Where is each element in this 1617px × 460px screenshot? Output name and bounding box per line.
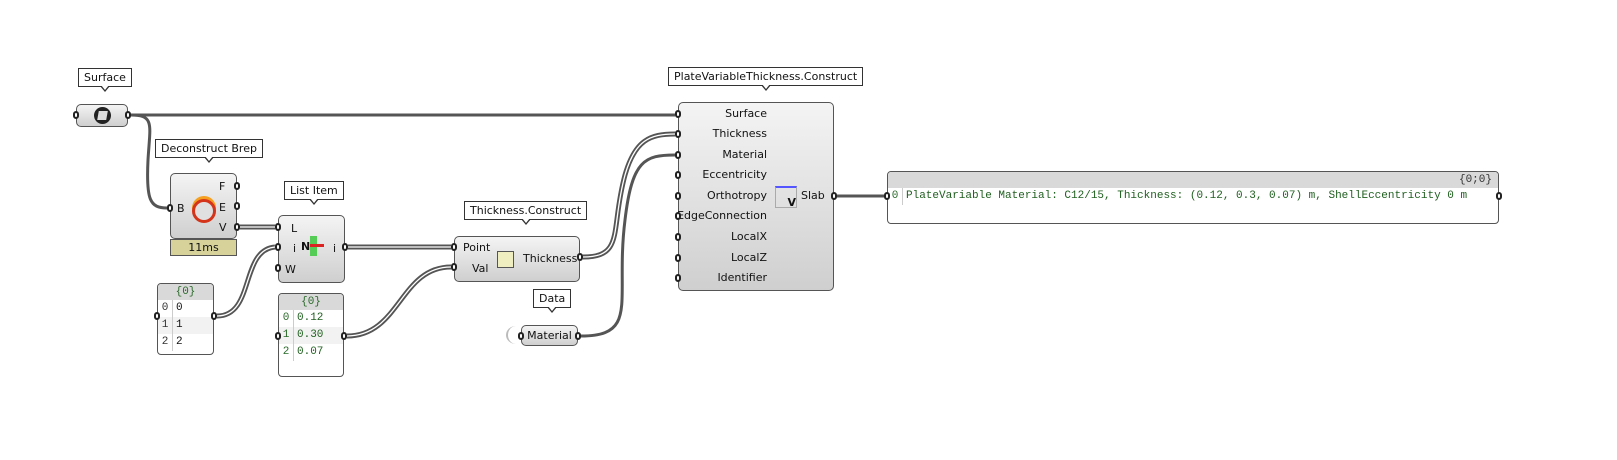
pvt-input-material-port[interactable]: [675, 151, 681, 159]
wireless-icon: [506, 326, 526, 344]
surface-param-icon: [94, 107, 111, 124]
output-f-label: F: [219, 180, 226, 193]
output-thickness-label: Thickness: [523, 252, 578, 265]
output-v-label: V: [219, 221, 227, 234]
thickness-icon: [497, 251, 514, 268]
material-param[interactable]: Material: [521, 325, 578, 346]
values-panel-in-port[interactable]: [275, 332, 281, 340]
output-panel-in-port[interactable]: [884, 192, 890, 200]
list-item-out-port[interactable]: [342, 243, 348, 251]
deconstruct-b-port[interactable]: [167, 204, 173, 212]
deconstruct-tooltip: Deconstruct Brep: [155, 139, 263, 163]
pvt-input-orthotropy-port[interactable]: [675, 192, 681, 200]
material-label: Material: [527, 329, 572, 342]
plate-variable-thickness-component[interactable]: [678, 102, 834, 291]
thickness-point-port[interactable]: [451, 243, 457, 251]
pvt-input-localz-port[interactable]: [675, 254, 681, 262]
pvt-tooltip: PlateVariableThickness.Construct: [668, 67, 864, 91]
thickness-val-port[interactable]: [451, 263, 457, 271]
slab-icon: V: [775, 186, 797, 209]
thickness-out-port[interactable]: [577, 253, 583, 261]
output-panel-out-port[interactable]: [1496, 192, 1502, 200]
material-in-port[interactable]: [518, 332, 524, 340]
list-item-tooltip: List Item: [284, 181, 344, 205]
panel-header: {0;0}: [888, 172, 1498, 188]
pvt-input-thickness-port[interactable]: [675, 130, 681, 138]
list-item-w-port[interactable]: [275, 264, 281, 272]
pvt-input-surface-label: Surface: [725, 107, 767, 120]
panel-header: {0}: [158, 284, 213, 300]
pvt-input-identifier-port[interactable]: [675, 274, 681, 282]
deconstruct-brep-icon: [192, 199, 216, 223]
input-l-label: L: [291, 222, 298, 235]
pvt-input-edgeconnection-port[interactable]: [675, 212, 681, 220]
deconstruct-e-port[interactable]: [234, 202, 240, 210]
pvt-input-orthotropy-label: Orthotropy: [706, 189, 767, 202]
deconstruct-brep-component[interactable]: B F E V: [170, 173, 237, 239]
list-item-l-port[interactable]: [275, 223, 281, 231]
input-point-label: Point: [463, 241, 491, 254]
pvt-input-localx-label: LocalX: [730, 230, 767, 243]
output-slab-label: Slab: [801, 189, 825, 202]
input-b-label: B: [177, 202, 185, 215]
output-i-label: i: [333, 242, 337, 255]
values-panel-out-port[interactable]: [341, 332, 347, 340]
pvt-input-thickness-label: Thickness: [712, 127, 767, 140]
pvt-input-surface-port[interactable]: [675, 110, 681, 118]
slab-out-port[interactable]: [831, 192, 837, 200]
pvt-input-localz-label: LocalZ: [730, 251, 767, 264]
pvt-input-eccentricity-port[interactable]: [675, 171, 681, 179]
index-panel-out-port[interactable]: [211, 312, 217, 320]
pvt-input-material-label: Material: [722, 148, 767, 161]
list-item-component[interactable]: L i W i N: [278, 215, 345, 283]
material-out-port[interactable]: [575, 332, 581, 340]
deconstruct-v-port[interactable]: [234, 223, 240, 231]
output-e-label: E: [219, 201, 226, 214]
list-item-icon: N: [301, 236, 325, 256]
deconstruct-f-port[interactable]: [234, 182, 240, 190]
pvt-input-edgeconnection-label: EdgeConnection: [677, 209, 767, 222]
wire-material-pvt: [580, 153, 676, 338]
input-val-label: Val: [472, 262, 489, 275]
index-panel-in-port[interactable]: [154, 312, 160, 320]
pvt-input-eccentricity-label: Eccentricity: [702, 168, 767, 181]
thickness-tooltip: Thickness.Construct: [464, 201, 588, 225]
panel-header: {0}: [279, 294, 343, 310]
surface-input-port[interactable]: [73, 111, 79, 119]
list-item-i-port[interactable]: [275, 243, 281, 251]
pvt-input-identifier-label: Identifier: [717, 271, 767, 284]
data-tooltip: Data: [533, 289, 572, 313]
surface-param[interactable]: [76, 104, 128, 127]
input-w-label: W: [285, 263, 296, 276]
timing-badge: 11ms: [170, 239, 237, 256]
wire-surface-deconstruct: [130, 113, 168, 210]
thickness-construct-component[interactable]: Point Val Thickness: [454, 236, 580, 282]
input-i-label: i: [293, 242, 297, 255]
surface-output-port[interactable]: [125, 111, 131, 119]
surface-tooltip: Surface: [78, 68, 132, 92]
pvt-input-localx-port[interactable]: [675, 233, 681, 241]
